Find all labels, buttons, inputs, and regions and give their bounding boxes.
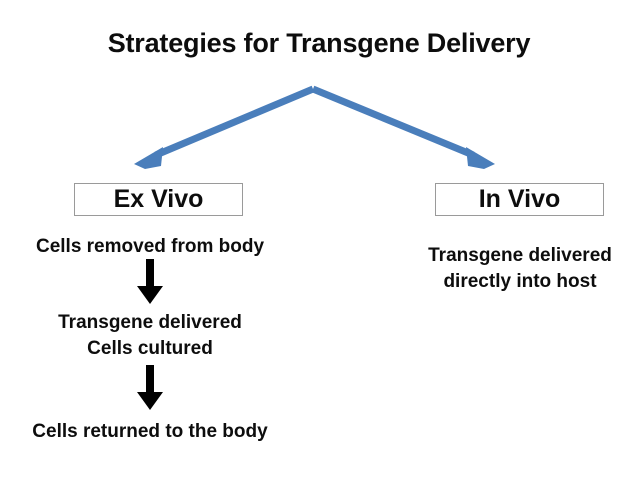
- branch-box-ex-vivo[interactable]: Ex Vivo: [74, 183, 243, 216]
- flow-arrow-down-icon-1: [137, 259, 163, 304]
- split-arrow-to-ex-vivo-icon: [134, 85, 315, 169]
- in-vivo-step-1: Transgene delivered directly into host: [408, 243, 632, 295]
- in-vivo-step-1-line-1: Transgene delivered: [428, 245, 612, 266]
- in-vivo-step-1-line-2: directly into host: [443, 271, 597, 292]
- flow-arrow-down-icon-2: [137, 365, 163, 410]
- ex-vivo-step-1: Cells removed from body: [16, 234, 284, 260]
- ex-vivo-step-3-line-1: Cells returned to the body: [32, 421, 268, 442]
- page-title: Strategies for Transgene Delivery: [107, 28, 531, 58]
- branch-box-in-vivo[interactable]: In Vivo: [435, 183, 604, 216]
- split-arrow-to-in-vivo-icon: [311, 85, 495, 169]
- ex-vivo-step-2: Transgene delivered Cells cultured: [16, 310, 284, 362]
- ex-vivo-step-1-line-1: Cells removed from body: [35, 236, 265, 257]
- ex-vivo-step-3: Cells returned to the body: [8, 419, 292, 445]
- ex-vivo-step-2-line-1: Transgene delivered: [58, 312, 242, 333]
- ex-vivo-step-2-line-2: Cells cultured: [87, 338, 213, 359]
